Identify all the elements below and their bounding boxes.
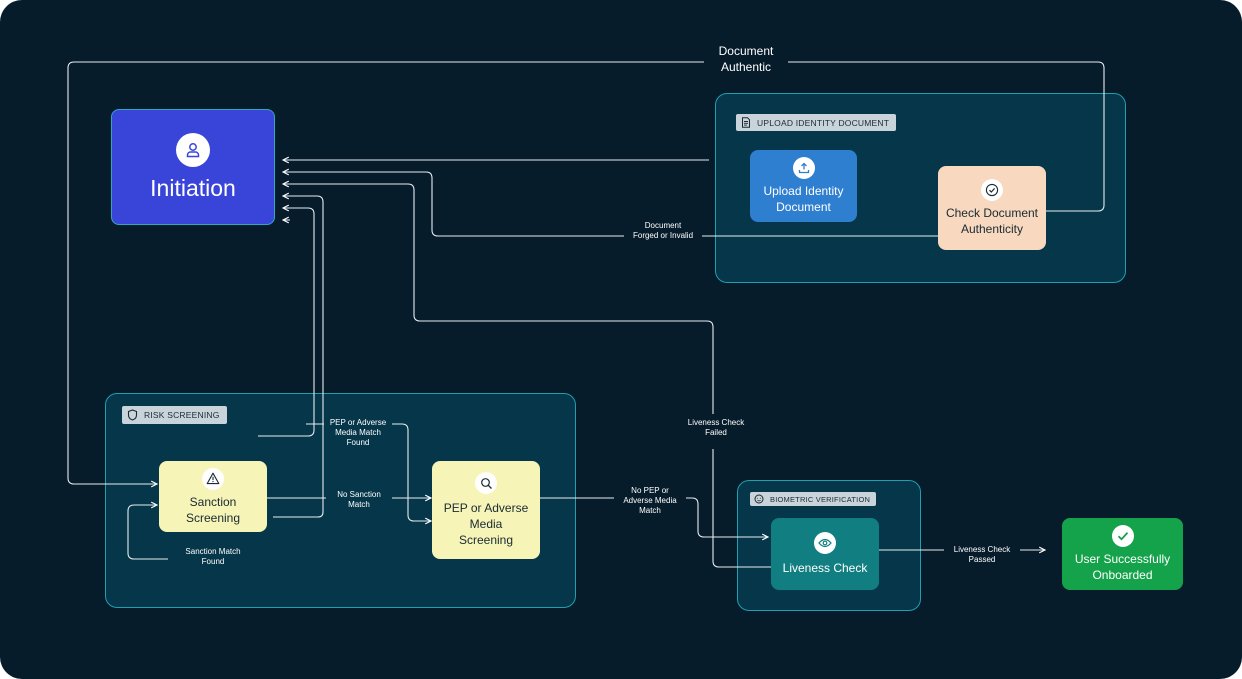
risk-screening-group-label: RISK SCREENING [144,410,220,420]
edge-label-no-sanction-match: No Sanction Match [326,489,392,511]
edge-no-pep-match [540,497,768,537]
search-icon [475,472,497,494]
upload-identity-node[interactable]: Upload Identity Document [750,150,857,222]
onboarded-node[interactable]: User Successfully Onboarded [1062,518,1183,590]
initiation-node[interactable]: Initiation [111,109,275,225]
edge-liveness-failed [283,184,771,568]
liveness-check-node[interactable]: Liveness Check [771,518,879,590]
edge-label-pep-match-found: PEP or Adverse Media Match Found [324,417,392,449]
upload-document-group-tag: UPLOAD IDENTITY DOCUMENT [736,114,897,131]
upload-icon [792,157,815,179]
edge-label-liveness-passed: Liveness Check Passed [944,544,1020,566]
edge-label-sanction-match-found: Sanction Match Found [172,546,254,568]
sanction-screening-label: Sanction Screening [185,494,241,525]
check-icon [1111,525,1134,547]
pep-screening-node[interactable]: PEP or Adverse Media Screening [432,461,540,559]
liveness-check-label: Liveness Check [782,561,868,575]
edge-pep-match-found [258,208,315,437]
check-circle-icon [981,179,1003,201]
edge-document-forged [283,172,938,237]
sanction-screening-node[interactable]: Sanction Screening [159,461,267,532]
edge-label-liveness-failed: Liveness Check Failed [680,417,752,439]
edge-pep-branch [306,423,431,521]
check-authenticity-label: Check Document Authenticity [945,206,1039,236]
onboarded-label: User Successfully Onboarded [1074,552,1171,582]
shield-icon [127,409,138,421]
check-authenticity-node[interactable]: Check Document Authenticity [938,166,1046,250]
pep-screening-label: PEP or Adverse Media Screening [443,501,529,547]
edge-label-document-authentic: Document Authentic [704,42,788,76]
edge-label-no-pep-match: No PEP or Adverse Media Match [614,485,686,517]
edge-label-document-forged: Document Forged or Invalid [624,220,702,242]
edge-sanction-to-initiation [273,196,324,518]
eye-icon [814,532,836,554]
biometric-verification-group-label: BIOMETRIC VERIFICATION [770,494,871,504]
biometric-verification-group-tag: BIOMETRIC VERIFICATION [750,492,877,506]
document-icon [742,117,750,128]
face-icon [754,494,764,504]
upload-identity-label: Upload Identity Document [763,184,844,214]
upload-document-group-label: UPLOAD IDENTITY DOCUMENT [757,117,890,128]
warning-icon [202,467,224,490]
edge-document-authentic [67,61,1105,484]
edge-sanction-match-found [127,505,168,560]
risk-screening-group-tag: RISK SCREENING [122,406,227,424]
user-icon [176,133,210,167]
initiation-label: Initiation [150,175,236,201]
